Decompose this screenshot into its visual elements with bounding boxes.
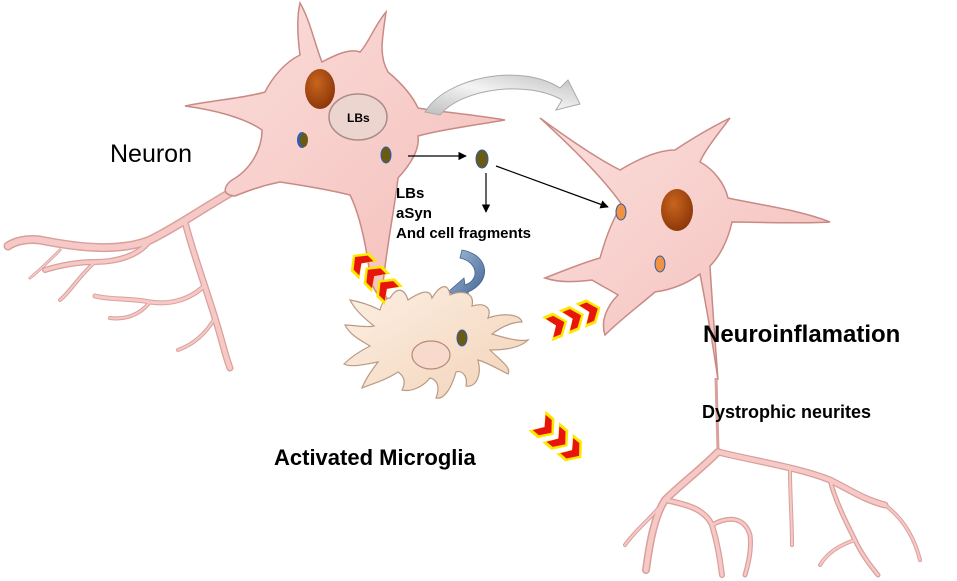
chevron-arrow-right — [541, 295, 606, 342]
microglia-nucleus — [411, 340, 451, 370]
release-arrows — [408, 151, 609, 213]
chevron-arrow-down — [528, 410, 590, 468]
neuroinflammation-label: Neuroinflamation — [703, 321, 901, 348]
curved-transfer-arrow — [424, 74, 581, 116]
neuron-left-soma — [184, 1, 506, 303]
neuron-right-nucleus — [661, 189, 693, 231]
neuron-right-soma — [539, 117, 831, 381]
fragments-label-line-1: LBs — [396, 185, 425, 202]
fragments-label: LBs aSyn And cell fragments — [396, 184, 531, 244]
lewy-body-label: LBs — [347, 111, 370, 125]
inclusion-soma-dark — [380, 146, 392, 164]
fragments-label-line-3: And cell fragments — [396, 225, 532, 242]
neuron-left-nucleus — [305, 69, 335, 109]
neuron-right-inclusion-1 — [615, 203, 627, 221]
neuron-right-inclusion-2 — [654, 255, 666, 273]
microglia-inclusion — [456, 329, 468, 347]
neuron-right — [539, 117, 922, 578]
activated-microglia-label: Activated Microglia — [274, 445, 476, 470]
fragments-label-line-2: aSyn — [396, 205, 432, 222]
neuron-label: Neuron — [110, 140, 192, 168]
uptake-arrow — [447, 249, 485, 301]
neuron-left — [3, 1, 506, 372]
lewy-body — [328, 93, 388, 141]
microglia — [342, 286, 530, 399]
released-inclusion — [475, 149, 489, 169]
dystrophic-neurites — [623, 448, 922, 578]
dystrophic-neurites-label: Dystrophic neurites — [702, 402, 872, 422]
